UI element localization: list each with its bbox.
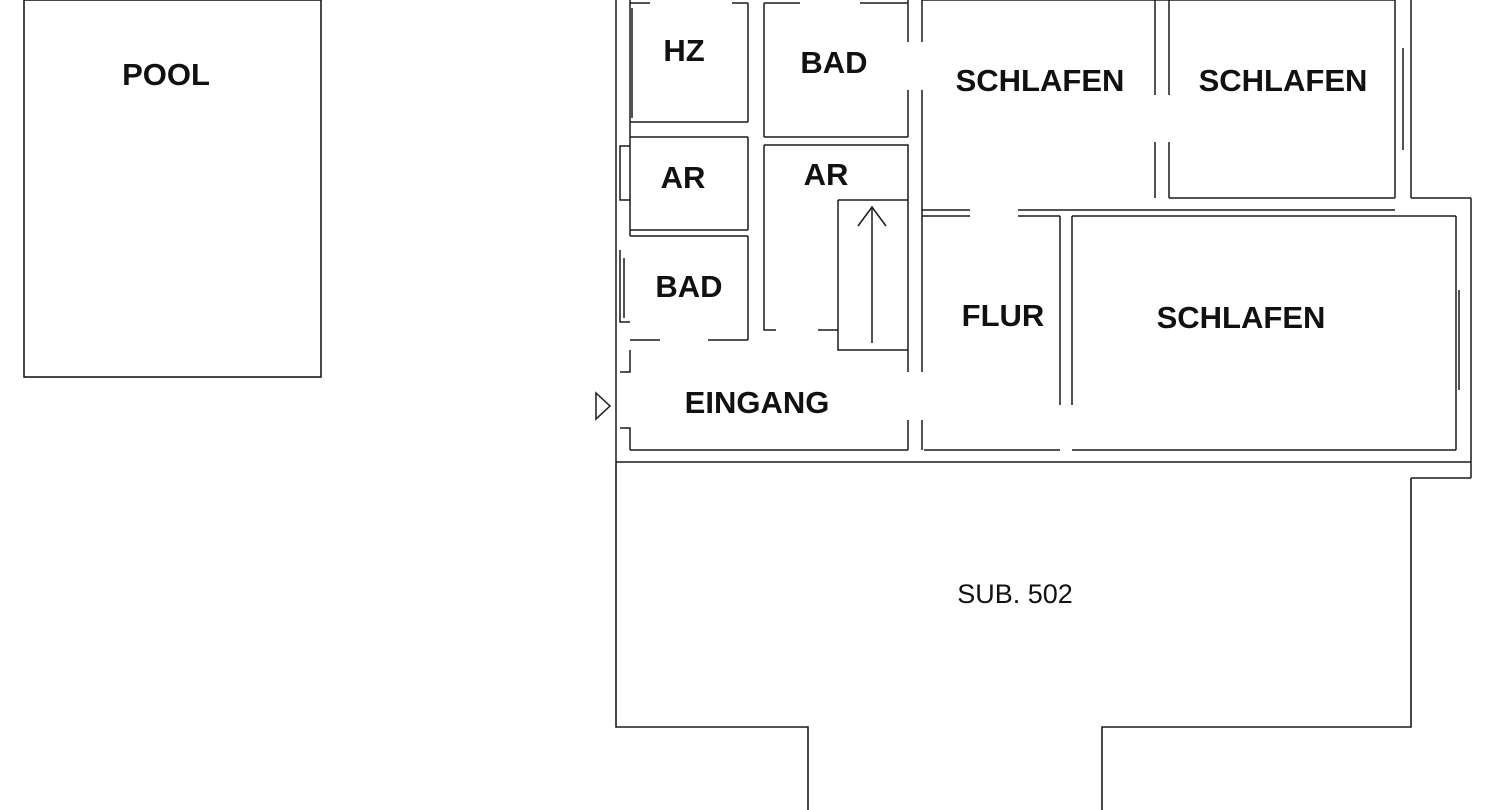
wall-left-lower xyxy=(615,146,631,462)
window-lines xyxy=(623,48,1460,390)
room-label-ar-right: AR xyxy=(804,157,849,192)
wall-hz xyxy=(630,2,749,123)
wall-corridor-top xyxy=(922,209,1456,217)
wall-right-lower xyxy=(1411,198,1472,479)
wall-bad-left xyxy=(619,236,749,341)
room-label-bad-left: BAD xyxy=(655,269,722,304)
pool-area: POOL xyxy=(23,0,322,378)
wall-left-upper xyxy=(615,0,631,146)
terrace-outline-left xyxy=(615,462,809,810)
room-label-pool: POOL xyxy=(122,57,210,92)
wall-bottom xyxy=(616,449,1471,463)
terrace-label: SUB. 502 xyxy=(957,579,1073,609)
wall-flur-right xyxy=(1059,216,1073,405)
room-label-bad-top: BAD xyxy=(800,45,867,80)
stair-up-arrow-icon xyxy=(857,205,887,343)
house-walls xyxy=(615,0,1472,479)
wall-stair xyxy=(818,199,908,351)
pool-outline xyxy=(23,0,322,378)
room-label-hz: HZ xyxy=(663,33,704,68)
wall-ar-right xyxy=(763,144,909,331)
room-label-schlafen-1: SCHLAFEN xyxy=(956,63,1125,98)
wall-ar-left xyxy=(630,137,749,237)
room-label-schlafen-2: SCHLAFEN xyxy=(1199,63,1368,98)
room-label-eingang: EINGANG xyxy=(685,385,830,420)
room-label-flur: FLUR xyxy=(962,298,1045,333)
terrace-outline-right xyxy=(1101,478,1412,810)
entrance-triangle-icon xyxy=(595,391,612,421)
wall-schlafen-top xyxy=(922,0,1395,199)
wall-right-upper xyxy=(1394,0,1471,199)
room-label-ar-left: AR xyxy=(661,160,706,195)
wall-bad-top xyxy=(763,0,923,200)
terrace-sub-502: SUB. 502 xyxy=(615,462,1412,810)
room-label-schlafen-3: SCHLAFEN xyxy=(1157,300,1326,335)
wall-ar-left-top xyxy=(619,136,748,201)
wall-entrance xyxy=(620,350,631,450)
wall-flur-left xyxy=(907,200,923,450)
